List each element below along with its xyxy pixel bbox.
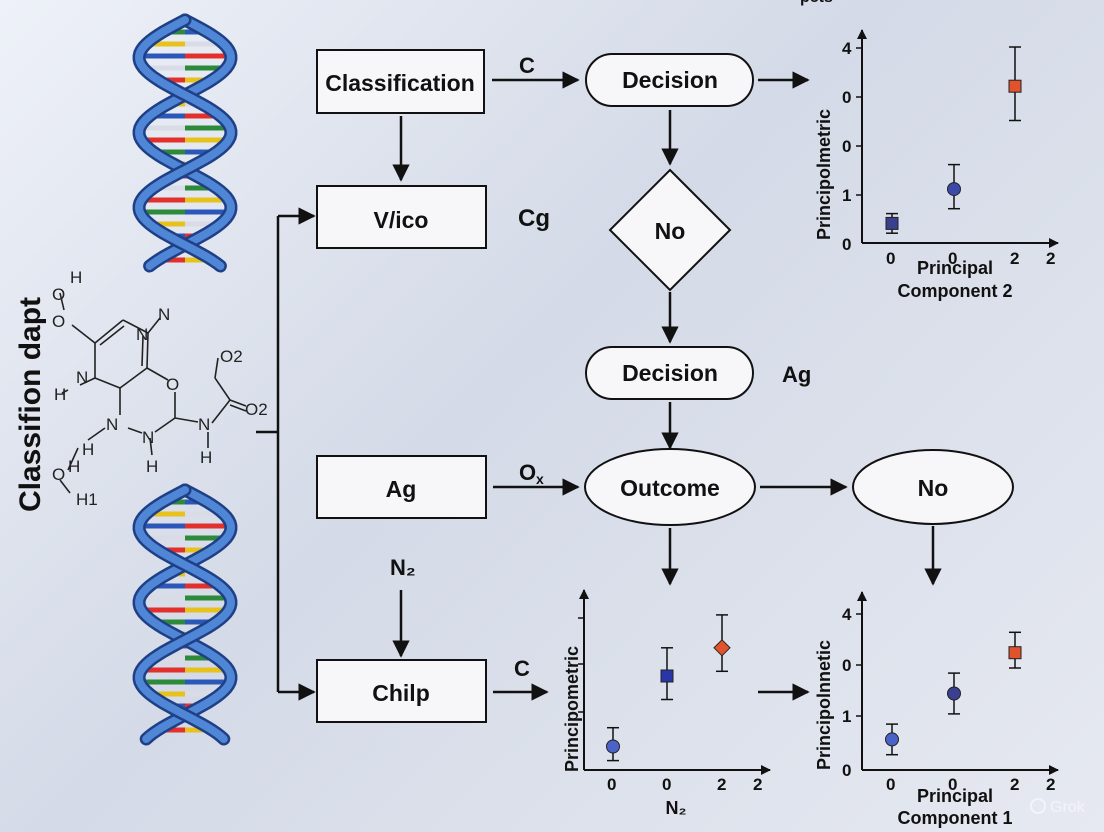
svg-text:H: H [200, 448, 212, 467]
svg-text:Grok: Grok [1050, 799, 1086, 816]
y-tick-label: 0 [842, 88, 851, 107]
data-point [1008, 646, 1022, 660]
svg-text:O2: O2 [220, 347, 243, 366]
box-ag[interactable]: Ag [316, 455, 487, 519]
oval-decision-top[interactable]: Decision [585, 53, 754, 107]
svg-text:Ag: Ag [386, 476, 417, 502]
data-point [885, 216, 899, 230]
svg-text:O: O [52, 312, 65, 331]
dna-backbone [135, 16, 235, 270]
x-tick-label: 0 [662, 775, 671, 794]
svg-text:N: N [136, 325, 148, 344]
svg-text:N: N [142, 428, 154, 447]
data-point [885, 732, 899, 747]
dna-backbone [135, 486, 235, 743]
chart-bottom-right: 4 0 1 0 0 0 2 2 Principolnnetic Principa… [814, 591, 1059, 828]
y-tick-label: 4 [842, 39, 852, 58]
svg-text:No: No [918, 475, 949, 501]
x-tick-label: 0 [607, 775, 616, 794]
x-tick-label: 2 [1010, 775, 1019, 794]
svg-text:H: H [146, 457, 158, 476]
x-axis-label: N₂ [666, 798, 687, 818]
svg-text:Decision: Decision [622, 67, 718, 93]
y-tick-label: 0 [842, 761, 851, 780]
edge-label-ag-mid: Ag [782, 362, 811, 387]
x-tick-label: 0 [948, 249, 957, 268]
dna-helix-top-illustration [132, 13, 238, 273]
svg-text:N: N [198, 415, 210, 434]
y-axis-label: Principolmetric [814, 109, 834, 240]
vertical-title: Classifion dapt [14, 297, 47, 512]
edge-label-ox-sub: x [536, 471, 544, 487]
svg-text:N: N [76, 368, 88, 387]
box-classification[interactable]: Classification [316, 49, 485, 114]
svg-text:O: O [166, 375, 179, 394]
x-tick-label: 2 [1010, 249, 1019, 268]
edge-label-cg: Cg [518, 205, 550, 232]
svg-text:H: H [68, 457, 80, 476]
molecule-atom-labels: O H O N N N H O O2 O2 N N N H H H O H H1 [52, 268, 268, 509]
x-tick-label: 0 [886, 249, 895, 268]
y-axis-label: Principometric [562, 646, 582, 772]
chart-bottom-mid: 0 0 2 2 Principometric N₂ [562, 589, 771, 818]
watermark: Grok [1030, 798, 1086, 816]
x-axis-label-line2: Component 1 [898, 808, 1013, 828]
edge-label-n2: N₂ [390, 555, 416, 580]
svg-text:Chilp: Chilp [372, 680, 430, 706]
oval-decision-mid[interactable]: Decision [585, 346, 754, 400]
x-tick-label: 0 [948, 775, 957, 794]
dna-helix-bottom-illustration [132, 483, 238, 746]
dna-backbone [135, 486, 235, 743]
top-cut-text: pcts [800, 0, 833, 6]
x-axis-label-line2: Component 2 [898, 281, 1013, 301]
svg-text:N: N [158, 305, 170, 324]
x-tick-label: 2 [1046, 775, 1055, 794]
x-tick-label: 2 [753, 775, 762, 794]
box-chilp[interactable]: Chilp [316, 659, 487, 723]
edge-label-c-top: C [519, 53, 535, 78]
svg-text:Outcome: Outcome [620, 475, 720, 501]
svg-text:Decision: Decision [622, 360, 718, 386]
molecule-structure [59, 292, 247, 494]
svg-text:H: H [54, 385, 66, 404]
x-tick-label: 2 [717, 775, 726, 794]
oval-outcome[interactable]: Outcome [584, 448, 756, 526]
x-axis-label-line1: Principal [917, 258, 993, 278]
y-axis-label: Principolnnetic [814, 640, 834, 770]
svg-text:Classification: Classification [325, 70, 475, 96]
data-point [1008, 79, 1022, 93]
y-tick-label: 1 [842, 186, 851, 205]
box-vico[interactable]: V/ico [316, 185, 487, 249]
data-point [713, 639, 731, 657]
edge-label-ox: O [519, 460, 536, 485]
y-tick-label: 1 [842, 707, 851, 726]
svg-text:N: N [106, 415, 118, 434]
svg-text:O2: O2 [245, 400, 268, 419]
data-point [660, 669, 674, 683]
data-point [947, 182, 961, 197]
x-axis-label-line1: Principal [917, 786, 993, 806]
data-point [947, 686, 961, 701]
x-tick-label: 2 [1046, 249, 1055, 268]
svg-text:H: H [82, 440, 94, 459]
data-point [606, 739, 620, 754]
svg-text:H1: H1 [76, 490, 98, 509]
svg-text:H: H [70, 268, 82, 287]
y-tick-label: 4 [842, 605, 852, 624]
dna-backbone [135, 16, 235, 270]
edge-label-c-bottom: C [514, 656, 530, 681]
y-tick-label: 0 [842, 137, 851, 156]
chart-top-right: 4 0 0 1 0 0 0 2 2 Principolmetric Princi… [814, 29, 1059, 301]
connectors [256, 71, 942, 701]
diamond-no[interactable]: No [608, 168, 732, 292]
oval-no-right[interactable]: No [852, 449, 1014, 525]
y-tick-label: 0 [842, 235, 851, 254]
y-tick-label: 0 [842, 656, 851, 675]
svg-text:No: No [655, 218, 686, 244]
x-tick-label: 0 [886, 775, 895, 794]
svg-text:O: O [52, 465, 65, 484]
svg-text:O: O [52, 285, 65, 304]
svg-text:V/ico: V/ico [374, 207, 429, 233]
